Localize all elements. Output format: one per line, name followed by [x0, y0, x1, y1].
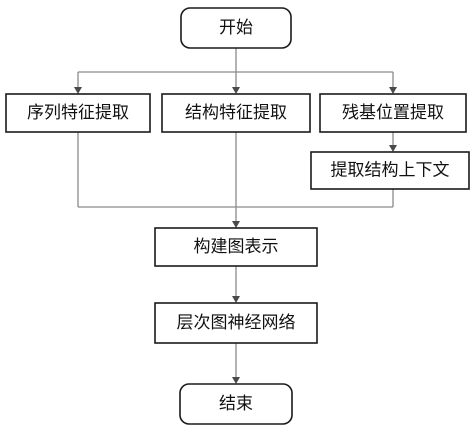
- residue-position-box: [319, 93, 467, 133]
- start-node-box: [180, 7, 292, 49]
- start-node: 开始: [180, 7, 292, 49]
- gnn-node: 层次图神经网络: [154, 302, 318, 344]
- gnn-box: [154, 302, 318, 344]
- arrow-to-build-graph: [232, 221, 240, 228]
- struct-context-box: [310, 151, 470, 190]
- end-node: 结束: [179, 383, 293, 425]
- end-node-box: [179, 383, 293, 425]
- arrow-to-seq-feature: [74, 87, 82, 94]
- arrow-to-gnn: [232, 296, 240, 303]
- arrow-to-struct-feature: [232, 87, 240, 94]
- arrow-to-end: [232, 377, 240, 384]
- end-node-label: 结束: [219, 394, 253, 414]
- arrow-to-struct-context: [389, 145, 397, 152]
- build-graph-box: [154, 227, 318, 267]
- struct-feature-node: 结构特征提取: [161, 93, 311, 133]
- struct-context-node: 提取结构上下文: [310, 151, 470, 190]
- struct-feature-label: 结构特征提取: [185, 103, 287, 123]
- seq-feature-node: 序列特征提取: [5, 93, 151, 133]
- build-graph-label: 构建图表示: [194, 237, 279, 257]
- seq-feature-label: 序列特征提取: [27, 103, 129, 123]
- arrow-to-residue-position: [389, 87, 397, 94]
- residue-position-label: 残基位置提取: [342, 103, 444, 123]
- struct-feature-box: [161, 93, 311, 133]
- gnn-label: 层次图神经网络: [177, 313, 296, 333]
- start-node-label: 开始: [219, 18, 253, 38]
- connectors: [74, 48, 397, 384]
- build-graph-node: 构建图表示: [154, 227, 318, 267]
- struct-context-label: 提取结构上下文: [331, 161, 450, 181]
- residue-position-node: 残基位置提取: [319, 93, 467, 133]
- seq-feature-box: [5, 93, 151, 133]
